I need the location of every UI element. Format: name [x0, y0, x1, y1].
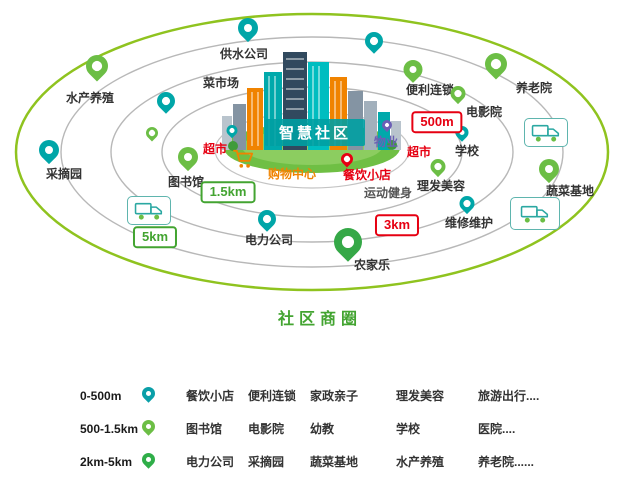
- map-pin-icon: [173, 142, 203, 172]
- legend-item: 电影院: [248, 422, 285, 436]
- repair-maintenance-label: 维修维护: [444, 216, 494, 230]
- farm-stay-pin: [328, 222, 368, 262]
- convenience-chain-pin: [399, 56, 427, 83]
- legend-item: 学校: [396, 422, 421, 436]
- nursing-home-label: 养老院: [515, 81, 553, 95]
- sports-fitness-label: 运动健身: [363, 186, 413, 200]
- aquaculture-label: 水产养殖: [65, 91, 115, 105]
- supermarket-left-label: 超市: [202, 142, 228, 156]
- hair-beauty-label: 理发美容: [416, 179, 466, 193]
- legend-row: 500-1.5km 图书馆 电影院 幼教 学校 医院....: [80, 412, 539, 445]
- nursing-home-pin: [480, 48, 512, 80]
- vegetable-market-label: 菜市场: [202, 76, 240, 90]
- badge-3km: 3km: [374, 214, 420, 236]
- smart-community-banner: 智慧社区: [265, 119, 365, 146]
- map-pin-icon: [153, 88, 179, 114]
- vegetable-base-label: 蔬菜基地: [545, 184, 595, 198]
- supermarket-right-label: 超市: [406, 145, 432, 159]
- library-label: 图书馆: [167, 175, 205, 189]
- repair-maintenance-pin: [456, 192, 478, 215]
- legend-item: 采摘园: [248, 455, 285, 469]
- legend-range-label: 0-500m: [80, 388, 122, 403]
- legend-row: 2km-5km 电力公司采摘园 蔬菜基地 水产养殖 养老院......: [80, 445, 539, 478]
- badge-500m: 500m: [411, 111, 463, 133]
- property-management-pin: [379, 117, 395, 133]
- shopping-cart-icon: [233, 149, 254, 168]
- legend-item: 医院....: [478, 422, 516, 436]
- legend-item: 便利连锁: [248, 389, 297, 403]
- map-pin-icon: [143, 124, 161, 142]
- delivery-truck-right: [510, 197, 560, 230]
- delivery-truck-icon: [531, 124, 560, 142]
- legend-item: 养老院......: [478, 455, 535, 469]
- water-supply-company-label: 供水公司: [219, 47, 269, 61]
- shopping-mall-label: 购物中心: [267, 167, 317, 181]
- map-pin-icon: [328, 222, 368, 262]
- legend-item: 理发美容: [396, 389, 445, 403]
- map-pin-icon: [379, 117, 395, 133]
- restaurant-center-label: 餐饮小店: [342, 168, 392, 182]
- map-pin-icon: [447, 82, 469, 105]
- legend-range-label: 500-1.5km: [80, 421, 139, 436]
- badge-5km: 5km: [132, 226, 178, 248]
- supermarket-left-pin: [224, 122, 240, 139]
- cinema-label: 电影院: [465, 105, 503, 119]
- legend: 0-500m 餐饮小店便利连锁家政亲子 理发美容 旅游出行.... 500-1.5km 图…: [80, 379, 539, 478]
- map-pin-icon: [254, 206, 280, 232]
- map-pin-icon: [139, 416, 158, 436]
- map-pin-icon: [34, 135, 64, 165]
- legend-item: 图书馆: [186, 422, 223, 436]
- hair-beauty-pin: [427, 155, 449, 178]
- vegetable-base-pin: [534, 154, 564, 184]
- delivery-truck-left: [127, 196, 171, 225]
- deco-pin-top-pin: [361, 28, 387, 54]
- diagram-title: 社区商圈: [277, 311, 362, 328]
- picking-garden-label: 采摘园: [45, 167, 83, 181]
- vegetable-market-pin: [153, 88, 179, 114]
- map-pin-icon: [480, 48, 512, 80]
- legend-item: 旅游出行....: [478, 389, 540, 403]
- map-pin-icon: [233, 13, 263, 43]
- delivery-truck-icon: [520, 205, 549, 223]
- restaurant-center-pin: [338, 150, 356, 168]
- map-pin-icon: [224, 122, 240, 139]
- cinema-pin: [447, 82, 469, 105]
- legend-item: 家政亲子: [310, 389, 359, 403]
- shopping-mall-cart: [233, 149, 255, 174]
- legend-row: 0-500m 餐饮小店便利连锁家政亲子 理发美容 旅游出行....: [80, 379, 539, 412]
- badge-1-5km: 1.5km: [200, 181, 256, 203]
- map-pin-icon: [139, 449, 158, 469]
- picking-garden-pin: [34, 135, 64, 165]
- power-company-label: 电力公司: [244, 233, 294, 247]
- aquaculture-pin: [81, 50, 113, 82]
- map-pin-icon: [338, 150, 356, 168]
- convenience-chain-label: 便利连锁: [405, 83, 455, 97]
- legend-pin-cell: [139, 449, 186, 471]
- map-pin-icon: [399, 56, 427, 83]
- map-pin-icon: [427, 155, 449, 178]
- map-pin-icon: [456, 192, 478, 215]
- legend-item: 电力公司: [186, 455, 235, 469]
- farm-stay-label: 农家乐: [353, 258, 391, 272]
- legend-pin-cell: [139, 416, 186, 438]
- map-pin-icon: [361, 28, 387, 54]
- deco-pin-left-pin: [143, 124, 161, 142]
- legend-range-label: 2km-5km: [80, 454, 133, 469]
- school-label: 学校: [454, 144, 480, 158]
- water-supply-company-pin: [233, 13, 263, 43]
- delivery-truck-icon: [134, 202, 163, 220]
- legend-item: 幼教: [310, 422, 335, 436]
- map-pin-icon: [534, 154, 564, 184]
- legend-item: 餐饮小店: [186, 389, 235, 403]
- power-company-pin: [254, 206, 280, 232]
- property-management-label: 物业: [373, 135, 399, 149]
- library-pin: [173, 142, 203, 172]
- legend-pin-cell: [139, 383, 186, 405]
- map-pin-icon: [81, 50, 113, 82]
- legend-item: 蔬菜基地: [310, 455, 359, 469]
- delivery-truck-topright: [524, 118, 568, 147]
- legend-item: 水产养殖: [396, 455, 445, 469]
- map-pin-icon: [139, 383, 158, 403]
